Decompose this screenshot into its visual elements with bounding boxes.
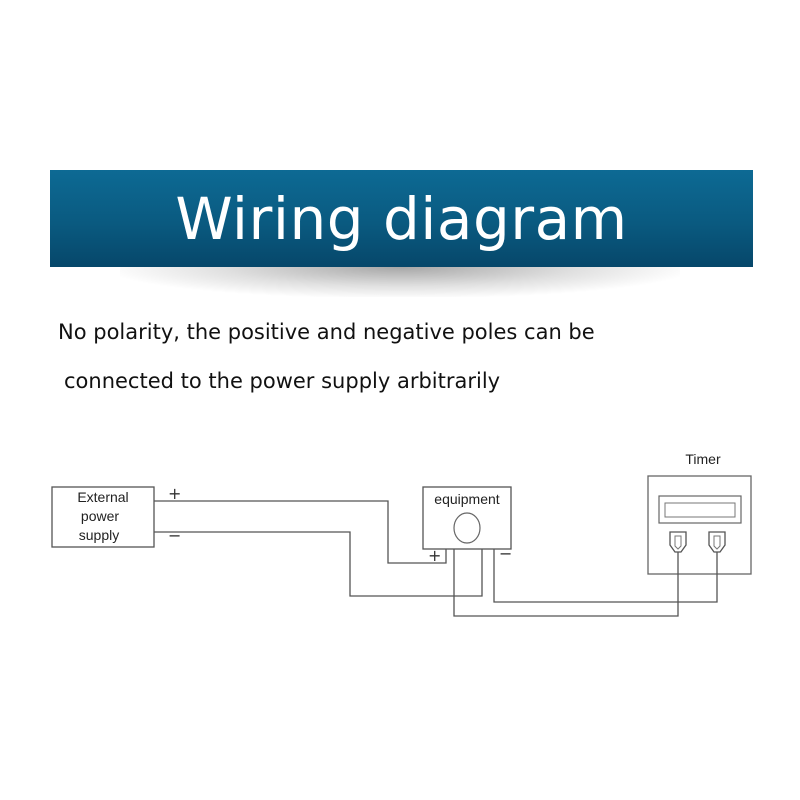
timer-label: Timer [685, 451, 721, 467]
power-supply-box [51, 486, 155, 548]
power-supply-label-1: External [77, 489, 128, 505]
equipment-lamp-icon [453, 512, 481, 544]
power-supply-label-2: power [81, 508, 119, 524]
wire-positive [154, 500, 447, 564]
timer-box [647, 475, 752, 575]
equipment-minus: − [499, 544, 512, 563]
power-supply-minus: − [168, 526, 181, 545]
equipment-label: equipment [434, 491, 499, 507]
banner-shadow [120, 267, 680, 297]
equipment-plus: + [428, 546, 441, 565]
wire-timer-left [453, 549, 679, 617]
description-line-1: No polarity, the positive and negative p… [58, 320, 595, 344]
title-banner: Wiring diagram [50, 170, 753, 267]
timer-display-screen [664, 502, 736, 518]
wire-negative [154, 531, 483, 597]
power-supply-plus: + [168, 484, 181, 503]
power-supply-label-3: supply [79, 527, 119, 543]
description-line-2: connected to the power supply arbitraril… [64, 369, 501, 393]
wire-timer-right [493, 549, 718, 603]
wires [154, 500, 718, 617]
page-title: Wiring diagram [175, 184, 628, 253]
